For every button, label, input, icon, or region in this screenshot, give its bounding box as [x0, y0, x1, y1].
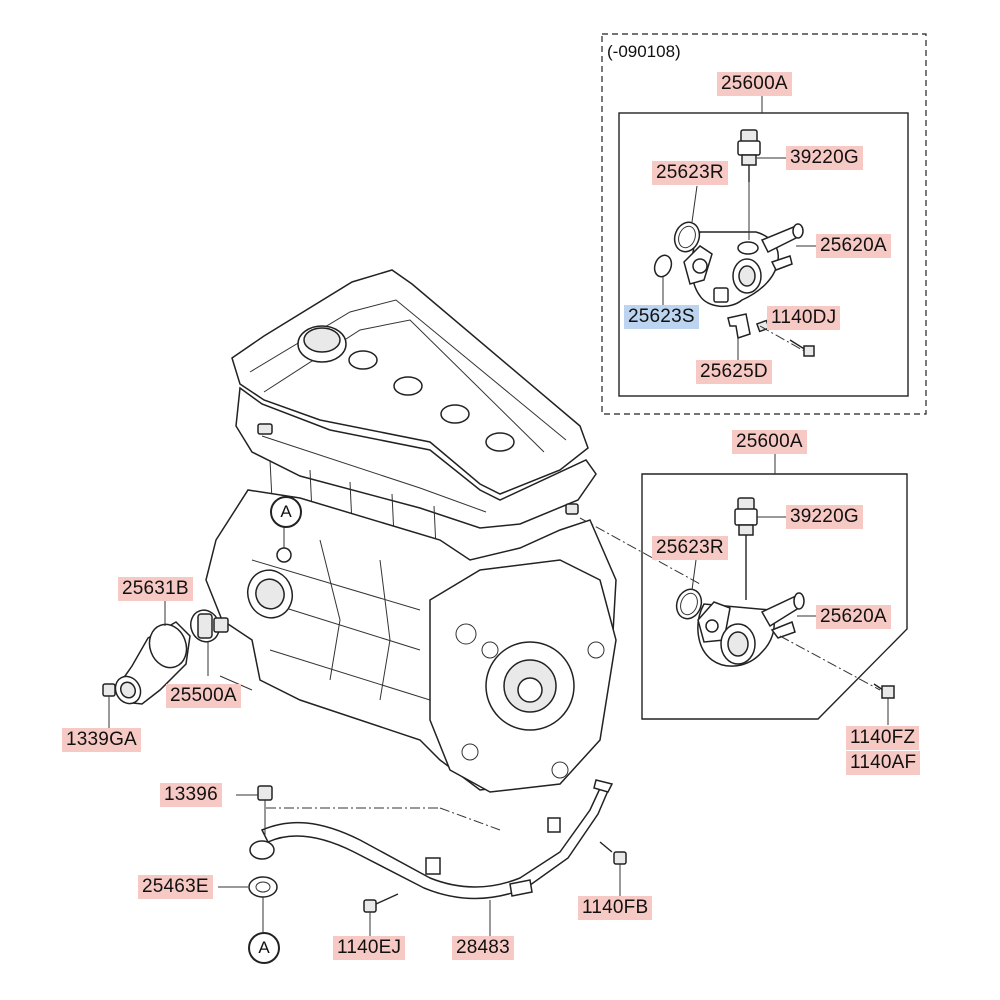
pipe-nut-icon: [257, 785, 273, 801]
top-bracket-icon: [727, 313, 751, 339]
label-top-assembly[interactable]: 25600A: [717, 72, 792, 96]
label-bolt-fb[interactable]: 1140FB: [578, 896, 653, 920]
label-top-fitting[interactable]: 25620A: [816, 234, 891, 258]
variant-date-note: (-090108): [607, 42, 681, 61]
label-mid-oring-r[interactable]: 25623R: [652, 536, 728, 560]
label-mid-assembly[interactable]: 25600A: [732, 430, 807, 454]
water-pipe-icon: [249, 779, 614, 900]
label-top-bolt[interactable]: 1140DJ: [767, 306, 841, 330]
label-thermostat[interactable]: 25500A: [166, 684, 241, 708]
variant-dashed-box: [601, 33, 927, 415]
label-pipe[interactable]: 28483: [452, 936, 514, 960]
bolt-fb-icon: [599, 841, 627, 865]
gasket-icon: [248, 876, 278, 898]
label-top-oring-s[interactable]: 25623S: [624, 305, 699, 329]
label-gasket[interactable]: 25463E: [138, 875, 213, 899]
nut-icon: [102, 683, 116, 697]
ref-marker-a-upper: A: [270, 496, 302, 528]
mid-sensor-icon: [734, 497, 758, 600]
engine-block-icon: [205, 269, 617, 793]
top-water-outlet-icon: [683, 223, 804, 308]
label-thermostat-cover[interactable]: 25631B: [118, 577, 193, 601]
label-mid-sensor[interactable]: 39220G: [786, 505, 863, 529]
top-oring-r-icon: [673, 221, 701, 253]
mid-bolt-icon: [873, 683, 895, 699]
label-top-sensor[interactable]: 39220G: [786, 146, 863, 170]
bolt-ej-icon: [363, 893, 399, 913]
mid-water-outlet-icon: [697, 592, 805, 667]
top-oring-s-icon: [653, 254, 673, 278]
label-mid-fitting[interactable]: 25620A: [816, 605, 891, 629]
label-nut[interactable]: 1339GA: [62, 728, 141, 752]
mid-assembly-frame: [641, 473, 908, 720]
ref-marker-a-lower: A: [248, 932, 280, 964]
label-bolt-ej[interactable]: 1140EJ: [333, 936, 406, 960]
top-sensor-icon: [737, 129, 761, 182]
thermostat-icon: [190, 609, 229, 643]
top-assembly-frame: [618, 112, 909, 397]
label-bolt-fz[interactable]: 1140FZ: [846, 726, 920, 750]
label-top-bracket[interactable]: 25625D: [696, 360, 772, 384]
mid-oring-icon: [675, 588, 703, 620]
top-bolt-2-icon: [789, 339, 815, 357]
thermostat-cover-icon: [114, 621, 191, 705]
label-bolt-af[interactable]: 1140AF: [846, 751, 921, 775]
label-pipe-nut[interactable]: 13396: [160, 783, 222, 807]
label-top-oring-r[interactable]: 25623R: [652, 161, 728, 185]
